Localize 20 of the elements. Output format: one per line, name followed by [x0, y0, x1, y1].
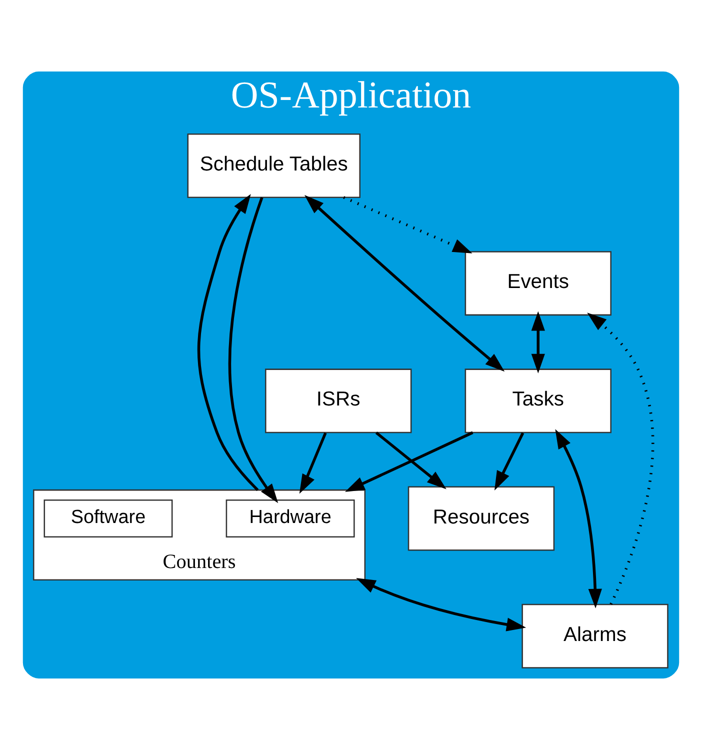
node-box: Hardware — [226, 499, 355, 537]
arrow — [345, 430, 474, 492]
arrow — [356, 578, 526, 631]
node-box: Schedule Tables — [187, 133, 360, 198]
arrow — [343, 196, 472, 253]
arrow — [197, 194, 259, 491]
arrow — [304, 194, 505, 372]
arrow — [228, 196, 278, 503]
arrow — [531, 310, 545, 373]
node-box: Events — [464, 250, 612, 316]
node-box: Tasks — [464, 368, 612, 433]
arrow — [587, 312, 654, 604]
arrow — [555, 428, 602, 608]
arrow — [299, 432, 327, 494]
arrow — [494, 432, 524, 490]
node-box: Alarms — [522, 603, 668, 668]
arrow — [375, 431, 446, 489]
node-box: ISRs — [265, 368, 412, 433]
node-box: Resources — [408, 486, 555, 550]
node-box: Software — [44, 499, 173, 537]
